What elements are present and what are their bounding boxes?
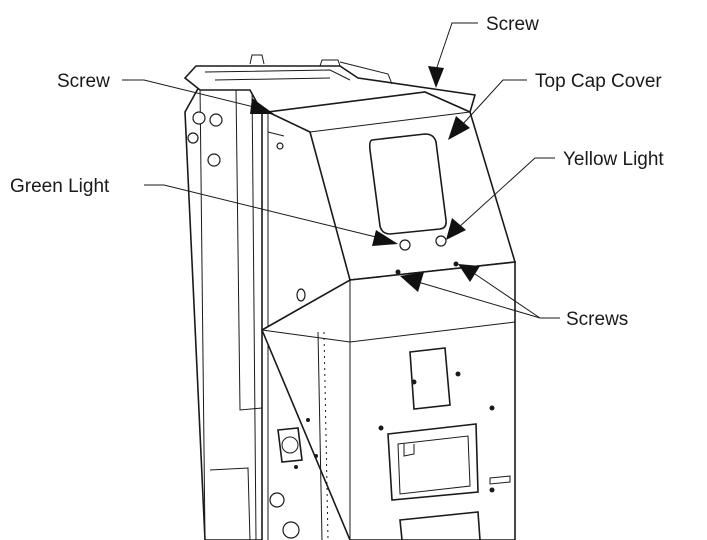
access-panel [409,347,451,410]
side-panel [184,77,306,540]
cap-window [368,133,447,235]
side-bolt-3 [187,132,199,144]
label-yellow-light: Yellow Light [563,149,664,170]
display-frame [387,423,479,501]
callout-top-cap-cover: Top Cap Cover [448,71,662,140]
callout-green-light: Green Light [10,176,398,246]
side-port-2 [282,521,300,539]
side-connector [277,427,303,463]
side-port-1 [269,492,285,508]
lower-cabinet [260,261,516,540]
cap-screw-right [453,261,459,267]
callout-screw-top: Screw [428,14,539,88]
side-bolt-1 [192,111,206,125]
side-bolt-4 [207,153,221,167]
callout-screw-left: Screw [57,71,274,114]
label-screws: Screws [566,309,628,330]
label-screw-top: Screw [486,14,539,35]
label-top-cap-cover: Top Cap Cover [535,71,662,92]
cap-screw-left [395,269,401,275]
callout-yellow-light: Yellow Light [446,149,664,240]
callout-screws: Screws [400,264,628,330]
label-green-light: Green Light [10,176,110,197]
frame-pin [276,142,284,150]
yellow-light-lamp [435,235,447,247]
label-screw-left: Screw [57,71,110,92]
side-bolt-2 [209,113,223,127]
green-light-lamp [399,239,411,251]
side-hole [296,288,306,302]
top-cap-cover [265,91,517,281]
